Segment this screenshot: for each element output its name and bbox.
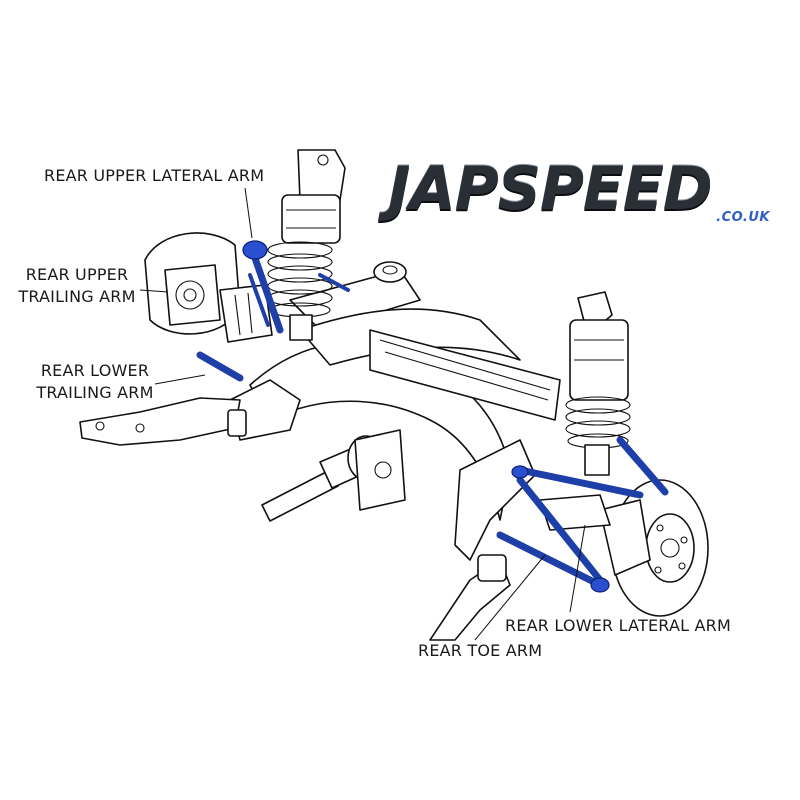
brand-name: JAPSPEED	[388, 154, 713, 224]
label-rear-lower-lateral-arm: REAR LOWER LATERAL ARM	[505, 615, 731, 637]
rear-lower-trailing-arm	[196, 351, 244, 382]
drive-shaft	[261, 429, 406, 522]
label-line-1: REAR UPPER	[25, 265, 129, 284]
right-hub-assembly	[539, 479, 709, 617]
label-line-2: TRAILING ARM	[18, 287, 136, 306]
leader-lines	[139, 187, 586, 641]
left-coilover	[267, 149, 346, 341]
label-line-2: TRAILING ARM	[36, 383, 154, 402]
label-rear-upper-lateral-arm: REAR UPPER LATERAL ARM	[44, 165, 264, 187]
rear-upper-trailing-arm	[248, 273, 270, 327]
label-rear-lower-trailing-arm: REAR LOWER TRAILING ARM	[35, 360, 155, 404]
label-rear-toe-arm: REAR TOE ARM	[418, 640, 542, 662]
label-line-1: REAR LOWER	[40, 361, 150, 380]
highlighted-arms	[196, 240, 669, 593]
rear-upper-lateral-arm	[251, 254, 284, 334]
rear-lower-lateral-arm	[516, 466, 644, 499]
rear-mount-bracket	[429, 554, 511, 641]
label-text: REAR TOE ARM	[418, 641, 543, 660]
front-mount-bracket	[79, 397, 247, 446]
left-hub-assembly	[144, 232, 273, 343]
label-rear-upper-trailing-arm: REAR UPPER TRAILING ARM	[14, 264, 140, 308]
brand-logo: JAPSPEED .CO.UK	[388, 148, 788, 238]
label-text: REAR LOWER LATERAL ARM	[505, 616, 731, 635]
brand-domain: .CO.UK	[716, 210, 770, 225]
label-text: REAR UPPER LATERAL ARM	[44, 166, 265, 185]
right-coilover	[565, 291, 631, 476]
rear-toe-arm	[496, 531, 604, 589]
subframe	[229, 261, 561, 561]
